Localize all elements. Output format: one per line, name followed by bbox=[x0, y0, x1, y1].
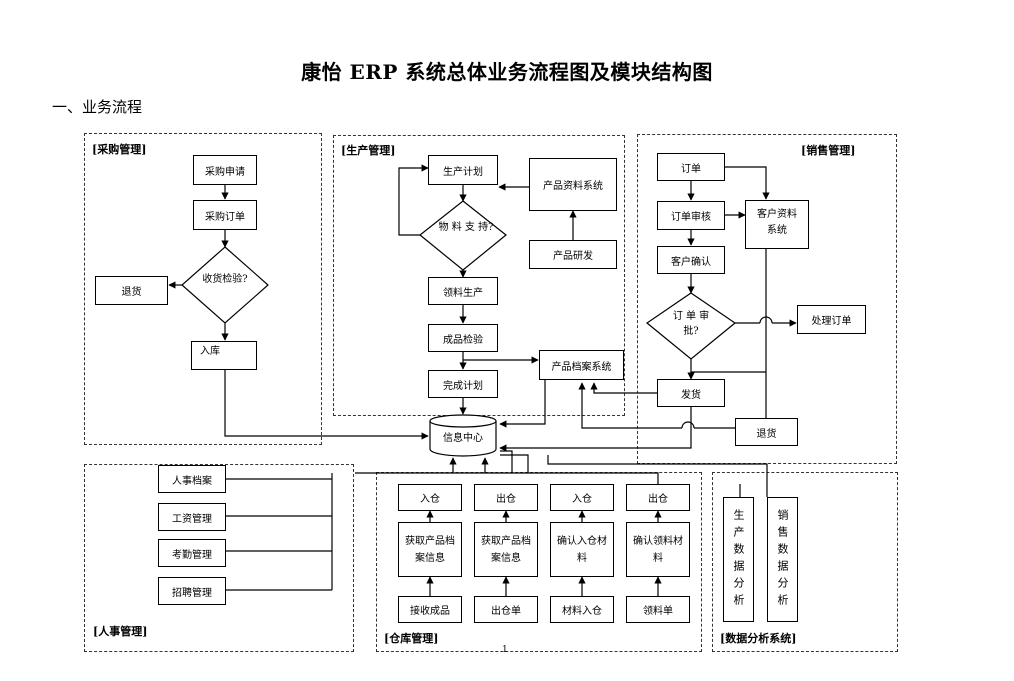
customer-confirm-node: 客户确认 bbox=[657, 246, 725, 274]
region-label-sales: [销售管理] bbox=[801, 144, 856, 157]
warehouse-bottom-node: 材料入仓 bbox=[550, 596, 614, 623]
region-label-analysis: [数据分析系统] bbox=[720, 632, 797, 645]
hr-recruit-node: 招聘管理 bbox=[158, 577, 226, 605]
warehouse-bottom-node: 接收成品 bbox=[398, 596, 462, 623]
production-plan-node: 生产计划 bbox=[428, 155, 498, 185]
page-number: 1 bbox=[502, 645, 508, 655]
approve-diamond bbox=[645, 292, 737, 360]
info-center-cylinder bbox=[429, 414, 497, 457]
production-qc-node: 成品检验 bbox=[428, 324, 498, 352]
production-complete-node: 完成计划 bbox=[428, 370, 498, 398]
warehouse-top-node: 出仓 bbox=[626, 484, 690, 511]
hr-archive-node: 人事档案 bbox=[158, 465, 226, 493]
product-info-system-node: 产品资料系统 bbox=[529, 158, 617, 211]
purchase-stock-in-node: 入库 bbox=[191, 341, 257, 370]
region-label-hr: [人事管理] bbox=[93, 625, 148, 638]
region-label-production: [生产管理] bbox=[341, 144, 396, 157]
sales-return-node: 退货 bbox=[735, 418, 798, 446]
inspect-diamond bbox=[181, 246, 269, 324]
warehouse-bottom-node: 出仓单 bbox=[474, 596, 538, 623]
warehouse-bottom-node: 领料单 bbox=[626, 596, 690, 623]
production-analysis-node: 生产数据分析 bbox=[723, 497, 754, 622]
hr-attendance-node: 考勤管理 bbox=[158, 539, 226, 567]
purchase-apply-node: 采购申请 bbox=[193, 155, 257, 185]
sales-approve-text: 订 单 审 批? bbox=[672, 311, 710, 337]
region-analysis bbox=[712, 472, 898, 652]
region-label-purchase: [采购管理] bbox=[92, 143, 147, 156]
purchase-order-node: 采购订单 bbox=[193, 200, 257, 230]
production-material-text: 物 料 支 持? bbox=[438, 222, 494, 233]
purchase-inspect-text: 收货检验? bbox=[202, 274, 248, 285]
region-label-warehouse: [仓库管理] bbox=[384, 632, 439, 645]
warehouse-mid-node: 获取产品档案信息 bbox=[398, 522, 462, 577]
region-hr bbox=[84, 464, 354, 652]
warehouse-mid-node: 确认入仓材料 bbox=[550, 522, 614, 577]
hr-salary-node: 工资管理 bbox=[158, 503, 226, 531]
section-heading: 一、业务流程 bbox=[52, 98, 143, 116]
sales-analysis-node: 销售数据分析 bbox=[767, 497, 798, 622]
page-title: 康怡 ERP 系统总体业务流程图及模块结构图 bbox=[301, 60, 713, 84]
customer-info-system-node: 客户资料系统 bbox=[745, 200, 809, 249]
purchase-return-node: 退货 bbox=[95, 276, 168, 305]
sales-review-node: 订单审核 bbox=[657, 201, 725, 230]
handle-order-node: 处理订单 bbox=[797, 305, 866, 334]
sales-order-node: 订单 bbox=[657, 153, 725, 181]
warehouse-top-node: 出仓 bbox=[474, 484, 538, 511]
material-diamond bbox=[419, 200, 507, 271]
info-center-label: 信息中心 bbox=[443, 433, 483, 444]
warehouse-top-node: 入仓 bbox=[550, 484, 614, 511]
sales-ship-node: 发货 bbox=[657, 379, 725, 407]
warehouse-top-node: 入仓 bbox=[398, 484, 462, 511]
region-purchase bbox=[84, 133, 322, 445]
warehouse-mid-node: 确认领料材料 bbox=[626, 522, 690, 577]
production-pick-node: 领料生产 bbox=[428, 277, 498, 305]
warehouse-mid-node: 获取产品档案信息 bbox=[474, 522, 538, 577]
product-rnd-node: 产品研发 bbox=[529, 240, 617, 269]
product-archive-system-node: 产品档案系统 bbox=[539, 350, 624, 380]
